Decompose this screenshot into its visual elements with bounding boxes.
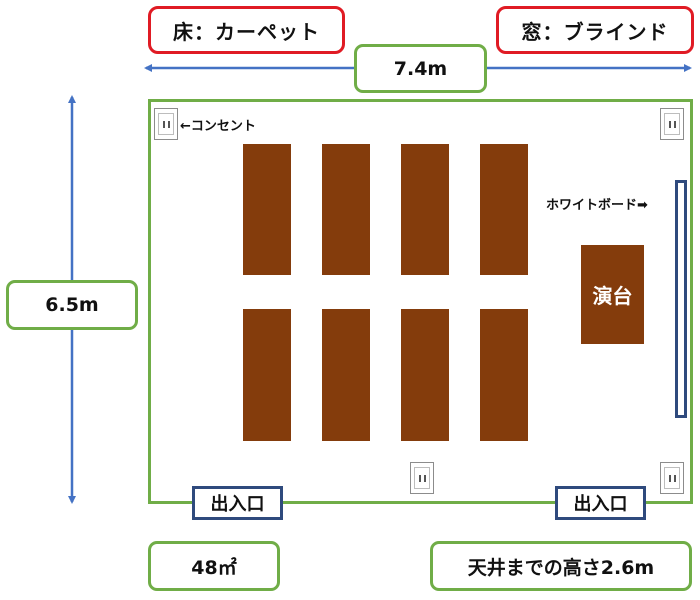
depth-label: 6.5m xyxy=(45,294,99,316)
entrance-left: 出入口 xyxy=(192,486,283,520)
floor-callout: 床：カーペット xyxy=(148,6,345,54)
outlet-icon xyxy=(660,108,684,140)
ceiling-height-box: 天井までの高さ2.6m xyxy=(430,541,692,591)
entrance-label-right: 出入口 xyxy=(573,494,628,515)
width-label: 7.4m xyxy=(393,57,448,80)
outlet-label: ←コンセント xyxy=(180,119,256,134)
desk xyxy=(322,309,370,441)
desk xyxy=(322,144,370,275)
width-dimension-box: 7.4m xyxy=(354,44,487,93)
entrance-right: 出入口 xyxy=(555,486,646,520)
entrance-label-left: 出入口 xyxy=(210,494,265,515)
window-callout: 窓：ブラインド xyxy=(496,6,694,54)
outlet-icon xyxy=(660,462,684,494)
desk xyxy=(243,144,291,275)
ceiling-height-label: 天井までの高さ2.6m xyxy=(467,556,655,579)
whiteboard-label: ホワイトボード➡ xyxy=(546,198,648,213)
whiteboard xyxy=(675,180,687,418)
podium: 演台 xyxy=(581,245,644,344)
window-label: 窓：ブラインド xyxy=(521,19,669,44)
desk xyxy=(243,309,291,441)
desk xyxy=(480,309,528,441)
outlet-icon xyxy=(154,108,178,140)
depth-dimension-box: 6.5m xyxy=(6,280,138,330)
desk xyxy=(401,144,449,275)
room-outline xyxy=(148,99,693,504)
desk xyxy=(401,309,449,441)
outlet-icon xyxy=(410,462,434,494)
area-box: 48㎡ xyxy=(148,541,280,591)
floor-label: 床：カーペット xyxy=(173,19,320,44)
desk xyxy=(480,144,528,275)
podium-label: 演台 xyxy=(592,284,633,308)
area-label: 48㎡ xyxy=(191,556,237,579)
